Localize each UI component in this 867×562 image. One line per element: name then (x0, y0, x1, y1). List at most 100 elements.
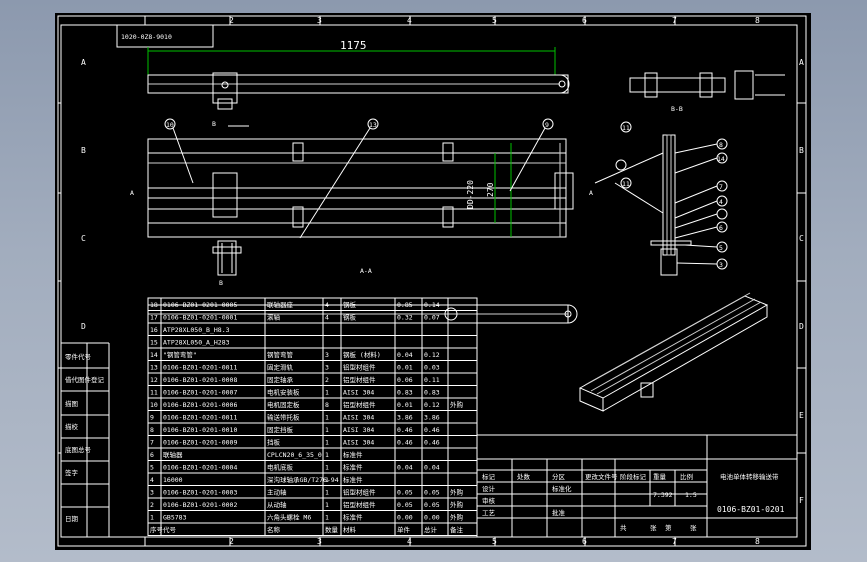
bom-cell-qty: 1 (325, 451, 329, 459)
bom-cell-name: 电机固定板 (267, 400, 300, 409)
balloon-8: 8 (719, 141, 723, 149)
bom-cell-w2: 0.46 (424, 426, 440, 434)
dim-outer-width: 270 (486, 182, 495, 197)
bom-cell-name: 从动轴 (267, 500, 287, 509)
left-strip-cell-6: 签字 (65, 468, 79, 477)
bom-cell-no: 1 (150, 514, 154, 522)
bom-cell-no: 18 (150, 301, 158, 309)
bom-cell-w1: 0.85 (397, 301, 413, 309)
col-label-4-bottom: 4 (407, 537, 412, 546)
bom-cell-name: 滚轴 (267, 313, 281, 322)
bom-cell-no: 17 (150, 314, 158, 322)
bom-cell-qty: 8 (325, 401, 329, 409)
bom-cell-mat: 铝型材组件 (343, 363, 376, 372)
bom-cell-code: 0106-BZ01-0201-0010 (163, 426, 237, 434)
section-marker-b-lower: B (219, 279, 223, 287)
label-review: 审核 (482, 496, 496, 505)
bom-cell-qty: 1 (325, 414, 329, 422)
title-block[interactable]: 阶段标记 重量 比例 7.392 1:5 标记 处数 分区 更改文件号 设计 标… (476, 434, 798, 538)
bom-cell-qty: 1 (325, 476, 329, 484)
side-section[interactable]: 11 11 8 14 7 4 6 5 3 (594, 121, 728, 276)
column-ticks (144, 16, 676, 546)
bom-cell-code: 0106-BZ01-0201-0002 (163, 501, 237, 509)
col-label-2-bottom: 2 (229, 537, 234, 546)
bom-cell-code: 0106-BZ01-0201-0003 (163, 489, 237, 497)
bom-cell-mat: 铝型材组件 (343, 400, 376, 409)
row-label-c-right: C (799, 234, 804, 243)
balloon-3: 3 (719, 261, 723, 269)
bom-cell-w1: 0.83 (397, 389, 413, 397)
isometric-view[interactable] (578, 292, 769, 412)
bom-cell-code: "钢管弯管" (163, 350, 197, 359)
bom-cell-name: 名称 (267, 525, 281, 534)
bom-cell-code: 代号 (163, 525, 177, 534)
balloon-11b: 11 (622, 180, 630, 188)
bom-cell-code: GB5783 (163, 514, 187, 522)
bom-cell-qty: 3 (325, 364, 329, 372)
balloon-7: 7 (719, 183, 723, 191)
dim-overall-length: 1175 (340, 39, 367, 52)
bom-cell-w2: 0.04 (424, 464, 440, 472)
col-label-5: 5 (492, 16, 497, 25)
label-weight: 重量 (653, 473, 667, 481)
label-number: 第 (665, 523, 672, 532)
section-bb-detail[interactable]: B-B (629, 70, 785, 113)
bom-cell-no: 16 (150, 326, 158, 334)
bom-cell-w1: 0.05 (397, 501, 413, 509)
row-labels: A B C D A B C D E F (81, 58, 804, 505)
drawing-number: 0106-BZ01-0201 (717, 505, 785, 514)
bom-cell-name: 六角头螺栓 M6 (267, 513, 311, 522)
bom-cell-name: 固定滑轨 (267, 363, 294, 372)
drawing-sheet[interactable]: 2 3 4 5 6 7 8 2 3 4 5 6 7 8 A B C D A B … (55, 13, 811, 550)
bom-cell-name: CPLCN20_6_35_0 (267, 451, 322, 459)
row-label-f-right: F (799, 496, 804, 505)
bom-cell-w2: 0.05 (424, 501, 440, 509)
balloon-14: 14 (717, 155, 725, 163)
bom-cell-qty: 1 (325, 439, 329, 447)
row-label-b-right: B (799, 146, 804, 155)
bom-cell-qty: 1 (325, 489, 329, 497)
top-view-rail[interactable]: 1175 (147, 39, 570, 110)
bom-cell-qty: 1 (325, 389, 329, 397)
bom-cell-code: 0106-BZ01-0201-0004 (163, 464, 237, 472)
plan-view[interactable]: DD-220 270 B B A A A-A 10 13 9 (130, 118, 593, 287)
bom-cell-code: 0106-BZ01-0201-0009 (163, 439, 237, 447)
bom-cell-no: 7 (150, 439, 154, 447)
label-count: 处数 (517, 472, 531, 481)
bom-cell-mat: 钢板 (343, 313, 357, 322)
section-marker-b: B (212, 120, 216, 128)
row-label-c: C (81, 234, 86, 243)
label-change-no: 更改文件号 (585, 472, 618, 481)
drawing-code-box (116, 24, 214, 48)
bom-cell-mat: 标准件 (343, 513, 363, 522)
bom-cell-name: 电机底板 (267, 463, 294, 472)
row-label-b: B (81, 146, 86, 155)
col-label-7: 7 (672, 16, 677, 25)
weight-value: 7.392 (653, 491, 673, 499)
drawing-canvas[interactable]: 2 3 4 5 6 7 8 2 3 4 5 6 7 8 A B C D A B … (55, 13, 811, 550)
col-label-4: 4 (407, 16, 412, 25)
col-label-6-bottom: 6 (582, 537, 587, 546)
bom-cell-qty: 1 (325, 464, 329, 472)
label-sheet: 张 (690, 523, 697, 532)
row-label-d-right: D (799, 322, 804, 331)
bom-cell-note: 外购 (450, 500, 464, 509)
drawing-code: 1020-0Z8-9010 (121, 33, 172, 41)
col-label-7-bottom: 7 (672, 537, 677, 546)
bom-cell-code: 0106-BZ01-0201-0001 (163, 314, 237, 322)
col-label-3-bottom: 3 (317, 537, 322, 546)
left-strip: 零件代号 借代图件登记 描图 描校 底图总号 签字 日期 (61, 342, 110, 537)
left-strip-cell-5: 底图总号 (65, 445, 92, 454)
bom-cell-code: 联轴器 (163, 450, 183, 459)
row-label-a-right: A (799, 58, 804, 67)
bom-cell-mat: 铝型材组件 (343, 500, 376, 509)
bom-cell-name: 主动轴 (267, 488, 287, 497)
section-marker-a-right: A (589, 189, 593, 197)
bom-cell-qty: 3 (325, 351, 329, 359)
drawing-title: 电池单体转移输送带 (720, 472, 779, 481)
bom-cell-no: 9 (150, 414, 154, 422)
dim-inner-width: DD-220 (466, 180, 475, 209)
label-standard: 标准化 (552, 484, 572, 493)
label-process: 工艺 (482, 509, 496, 517)
